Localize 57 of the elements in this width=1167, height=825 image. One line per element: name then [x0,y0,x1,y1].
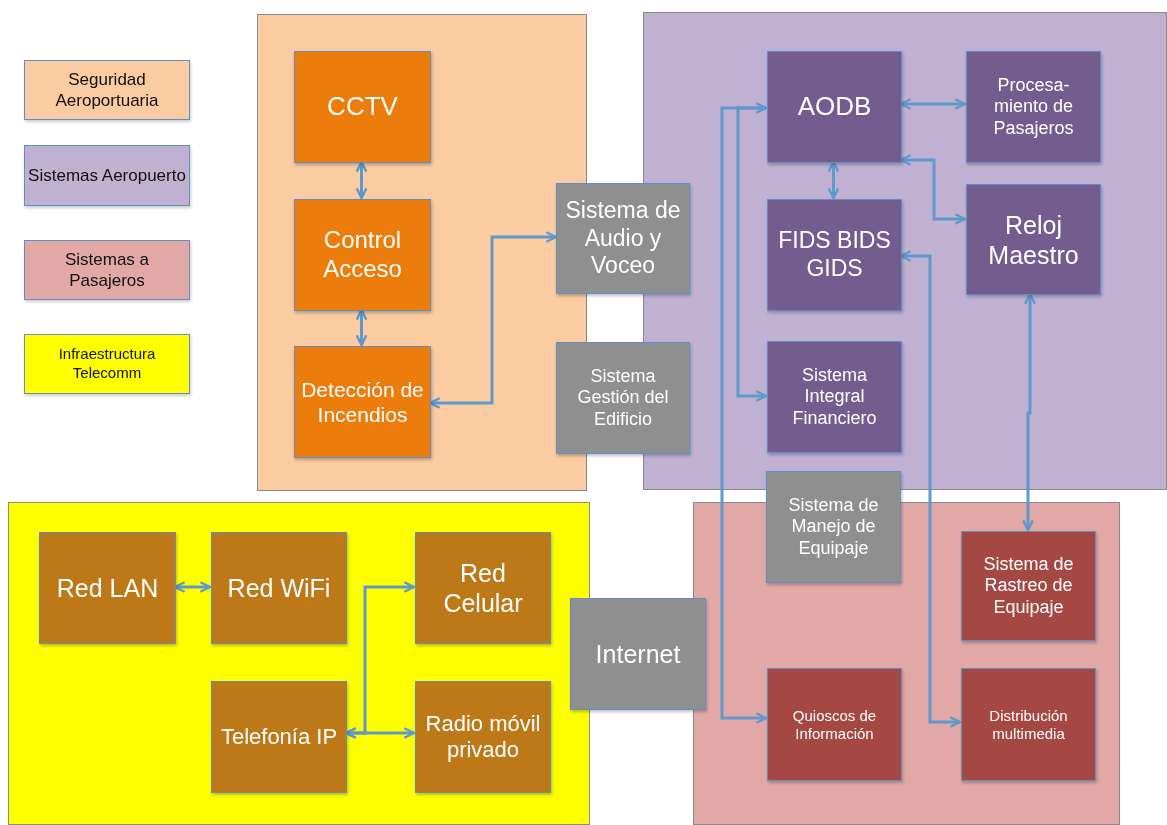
node-label: Procesa- miento de Pasajeros [992,74,1075,140]
node-label: Reloj Maestro [987,209,1080,270]
node-label: Red LAN [56,573,159,603]
node-label: AODB [797,91,872,123]
node-label: Radio móvil privado [424,710,542,764]
connector-arrow [1022,292,1036,532]
node-label: Red WiFi [227,573,331,603]
connector-arrow [355,308,368,347]
connector-arrow [736,106,768,402]
legend-label: Infraestructura Telecomm [57,345,157,383]
connector-arrow [173,581,212,593]
system-box [766,471,901,583]
node-label: Sistema de Audio y Voceo [564,197,682,280]
system-box [767,341,902,453]
node-label: FIDS BIDS GIDS [777,227,892,283]
connector-arrow [355,160,368,200]
connector-arrow [899,250,962,728]
node-label: Sistema de Rastreo de Equipaje [982,553,1075,619]
legend-label: Seguridad Aeroportuaria [54,68,160,112]
legend-label: Sistemas Aeropuerto [28,164,186,187]
system-box [966,184,1101,295]
node-label: Control Acceso [322,226,403,284]
system-box [294,51,431,163]
connector-arrow [899,98,967,110]
system-box [570,598,706,710]
system-box [556,342,690,454]
node-label: Telefonía IP [220,723,338,751]
connector-arrow [899,154,967,225]
system-box [966,51,1101,163]
node-label: Quioscos de Información [791,706,878,743]
node-label: Red Celular [442,558,524,618]
system-box [294,346,431,458]
system-box [211,681,347,793]
node-label: Sistema de Manejo de Equipaje [787,494,880,560]
system-box [767,51,902,163]
group-panel [8,502,590,825]
system-box [415,532,551,644]
node-label: Sistema Integral Financiero [791,364,878,430]
system-box [294,199,431,311]
system-box [415,681,551,793]
connector-arrow [344,727,416,739]
connector-arrow [827,160,840,200]
system-box [211,532,347,644]
legend-label: Sistemas a Pasajeros [63,248,151,292]
system-box [961,531,1096,641]
node-label: Sistema Gestión del Edificio [576,365,670,431]
system-box [556,183,690,294]
node-label: Detección de Incendios [300,376,425,428]
system-box [767,668,902,781]
system-box [961,668,1096,781]
system-box [39,532,176,644]
node-label: Internet [595,639,681,669]
node-label: CCTV [327,91,398,123]
system-box [767,199,902,311]
node-label: Distribución multimedia [988,706,1069,743]
connector-arrow [428,231,558,409]
connector-arrow [720,102,768,724]
